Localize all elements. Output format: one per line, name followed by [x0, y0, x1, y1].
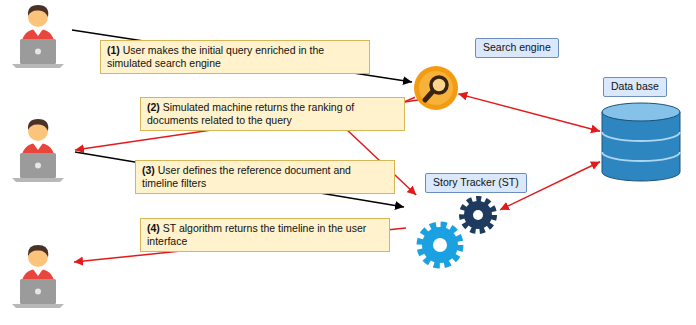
- step-callout: (2) Simulated machine returns the rankin…: [140, 97, 405, 131]
- step-number: (1): [107, 44, 120, 56]
- magnifier-icon: [414, 66, 458, 110]
- story-tracker-gears: Story Tracker (ST): [410, 195, 500, 268]
- user-icon: [12, 119, 64, 182]
- filter-arrow: [75, 152, 404, 207]
- callout-text: (3) User defines the reference document …: [142, 164, 388, 190]
- component-label: Search engine: [475, 38, 559, 58]
- step-description: User makes the initial query enriched in…: [107, 44, 324, 69]
- step-number: (3): [142, 164, 155, 176]
- step-number: (4): [147, 222, 160, 234]
- search-engine-icon: Search engine: [414, 66, 458, 110]
- callout-text: (4) ST algorithm returns the timeline in…: [147, 222, 383, 248]
- database-icon: [600, 102, 682, 182]
- user-icon: [12, 245, 64, 308]
- step-callout: (3) User defines the reference document …: [135, 160, 395, 194]
- step-number: (2): [147, 101, 160, 113]
- step-description: Simulated machine returns the ranking of…: [147, 101, 354, 126]
- flow-connector: [458, 94, 600, 131]
- component-label: Data base: [603, 77, 667, 97]
- step-description: ST algorithm returns the timeline in the…: [147, 222, 366, 247]
- step-callout: (4) ST algorithm returns the timeline in…: [140, 218, 390, 252]
- step-description: User defines the reference document and …: [142, 164, 351, 189]
- query-arrow: [72, 30, 412, 82]
- callout-text: (1) User makes the initial query enriche…: [107, 44, 363, 70]
- gears-icon: [410, 195, 500, 268]
- user-icon: [12, 5, 64, 68]
- component-label: Story Tracker (ST): [425, 173, 527, 193]
- callout-text: (2) Simulated machine returns the rankin…: [147, 101, 398, 127]
- database-cylinder: Data base: [600, 102, 682, 182]
- step-callout: (1) User makes the initial query enriche…: [100, 40, 370, 74]
